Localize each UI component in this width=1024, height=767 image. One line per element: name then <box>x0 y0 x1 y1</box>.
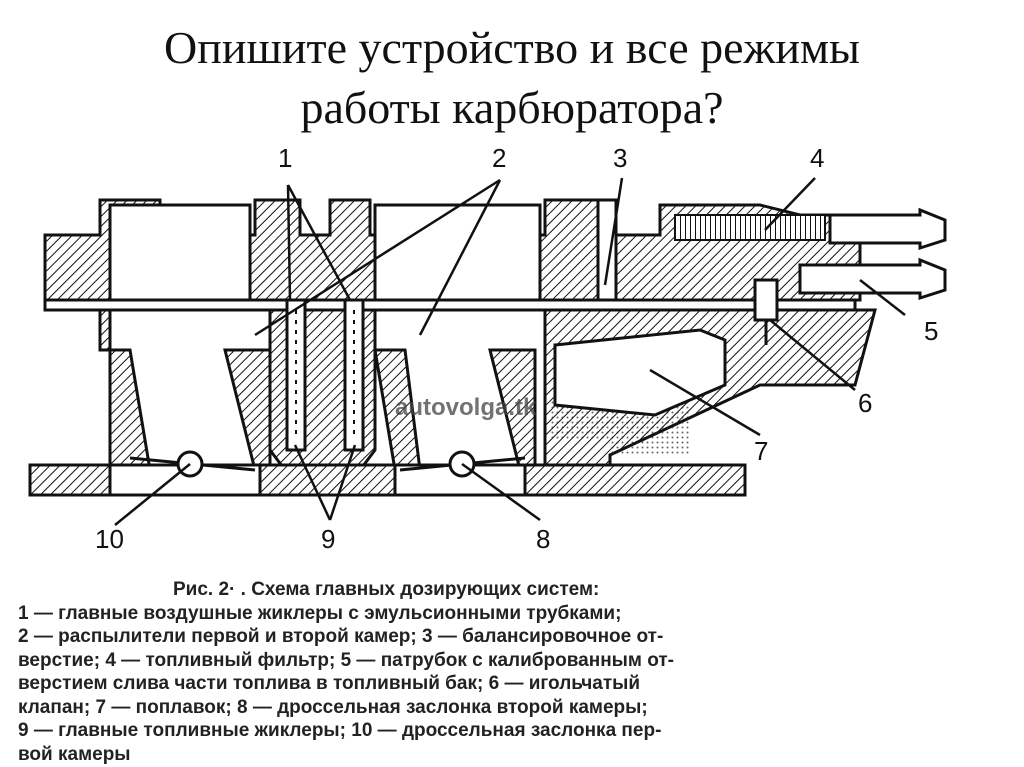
callout-10: 10 <box>95 524 124 554</box>
watermark: autovolga.tk <box>395 394 537 421</box>
return-fitting <box>798 257 947 301</box>
callout-6: 6 <box>858 388 872 418</box>
callout-5: 5 <box>924 316 938 346</box>
callout-9: 9 <box>321 524 335 554</box>
callout-1: 1 <box>278 143 292 173</box>
leader-lines <box>114 177 906 526</box>
caption-line: Рис. 2· . Схема главных дозирующих систе… <box>173 579 600 600</box>
right-air-passage <box>373 203 542 302</box>
figure-caption: Рис. 2· . Схема главных дозирующих систе… <box>18 578 1008 766</box>
caption-line: верстие; 4 — топливный фильтр; 5 — патру… <box>18 649 675 671</box>
caption-line: 9 — главные топливные жиклеры; 10 — дрос… <box>18 720 662 741</box>
caption-line: вой камеры <box>18 743 131 765</box>
slide-title: Опишите устройство и все режимы работы к… <box>0 18 1024 138</box>
left-air-passage <box>108 203 252 302</box>
callout-4: 4 <box>810 143 824 173</box>
caption-line: 1 — главные воздушные жиклеры с эмульсио… <box>18 602 622 624</box>
left-diffuser <box>223 348 272 472</box>
left-venturi-wall <box>98 308 152 472</box>
carburetor-diagram: autovolga.tk 1 2 3 4 5 6 7 8 9 10 <box>28 143 947 554</box>
balance-hole-channel <box>596 198 618 302</box>
title-line-1: Опишите устройство и все режимы <box>164 22 860 73</box>
gasket <box>43 298 857 312</box>
float <box>553 328 727 417</box>
left-throttle-bore <box>108 463 262 497</box>
callout-8: 8 <box>536 524 550 554</box>
caption-line: верстием слива части топлива в топливный… <box>18 673 641 694</box>
fuel-filter <box>674 214 826 241</box>
needle-valve <box>753 278 779 322</box>
title-line-2: работы карбюратора? <box>300 82 724 133</box>
callout-2: 2 <box>492 143 506 173</box>
carburetor-body <box>28 198 877 497</box>
callout-7: 7 <box>754 436 768 466</box>
inlet-fitting <box>828 207 947 251</box>
caption-line: клапан; 7 — поплавок; 8 — дроссельная за… <box>18 696 648 718</box>
caption-line: 2 — распылители первой и второй камер; 3… <box>18 626 664 647</box>
callout-3: 3 <box>613 143 627 173</box>
